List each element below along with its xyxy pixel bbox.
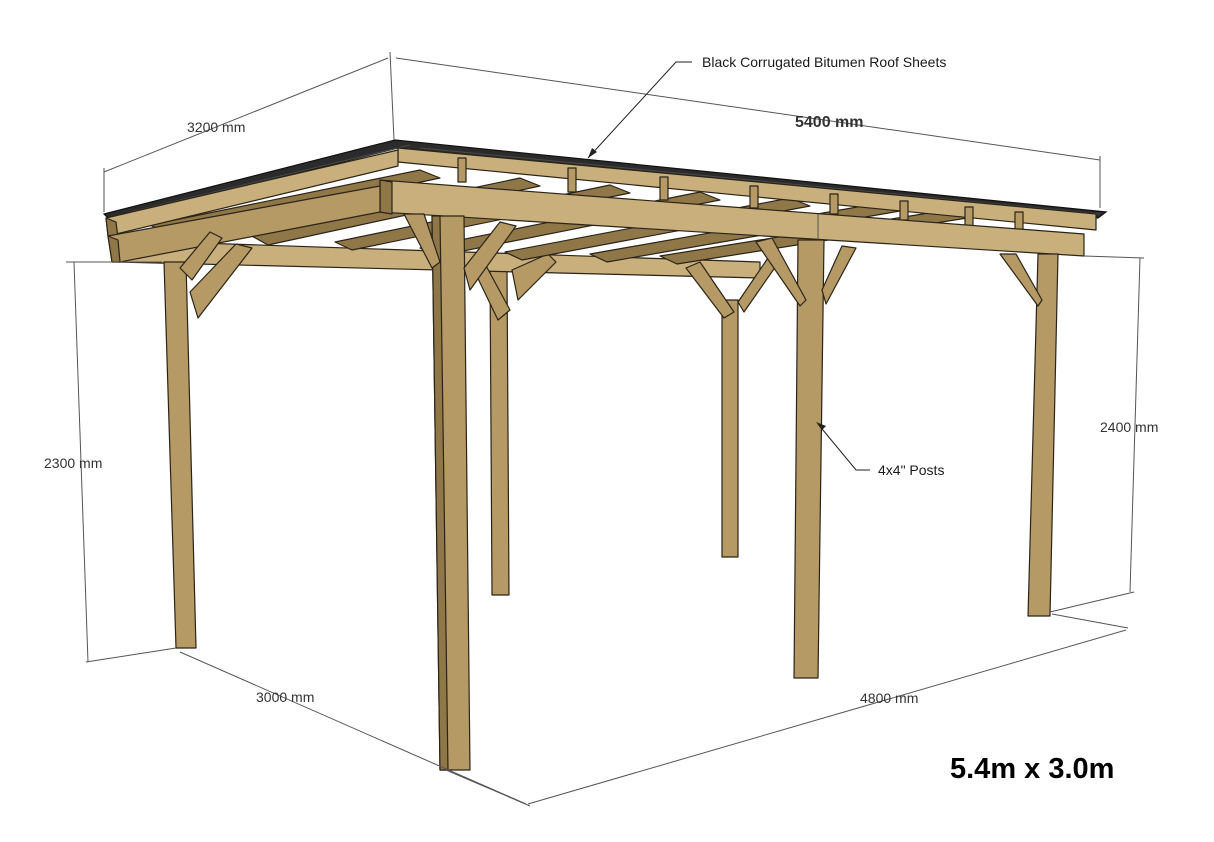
dim-roof-depth: 3200 mm [187, 119, 245, 135]
brace-corner-right [463, 221, 517, 291]
brace-mid-right [821, 245, 857, 305]
purlins [457, 157, 1024, 231]
dim-rear-post-height: 2400 mm [1100, 419, 1158, 435]
post-front-left [163, 261, 197, 649]
post-front-right [1027, 253, 1059, 617]
pergola-structure [102, 139, 1108, 771]
callout-posts: 4x4" Posts [878, 462, 944, 478]
beam-left-top-end [107, 235, 121, 263]
dim-roof-length: 5400 mm [795, 114, 864, 131]
dim-post-length: 4800 mm [860, 690, 918, 706]
beam-front-end [379, 179, 393, 215]
brace-mid-left [755, 237, 807, 307]
brace-rear-mid [685, 261, 735, 319]
dim-front-post-height: 2300 mm [44, 455, 102, 471]
brace-rear-left-2 [511, 253, 557, 301]
roof-ribs [129, 144, 1101, 215]
post-rear-mid [721, 299, 739, 558]
dimension-lines [66, 51, 1145, 807]
brace-front-left-a [179, 231, 223, 281]
callout-leaders [587, 61, 870, 471]
dim-post-depth: 3000 mm [256, 689, 314, 705]
callout-roof-sheets: Black Corrugated Bitumen Roof Sheets [702, 54, 946, 70]
post-front-mid [793, 239, 825, 679]
brace-front-left-b [189, 243, 253, 319]
size-title: 5.4m x 3.0m [950, 753, 1114, 785]
brace-right [999, 253, 1043, 307]
brace-corner-left [403, 213, 441, 269]
